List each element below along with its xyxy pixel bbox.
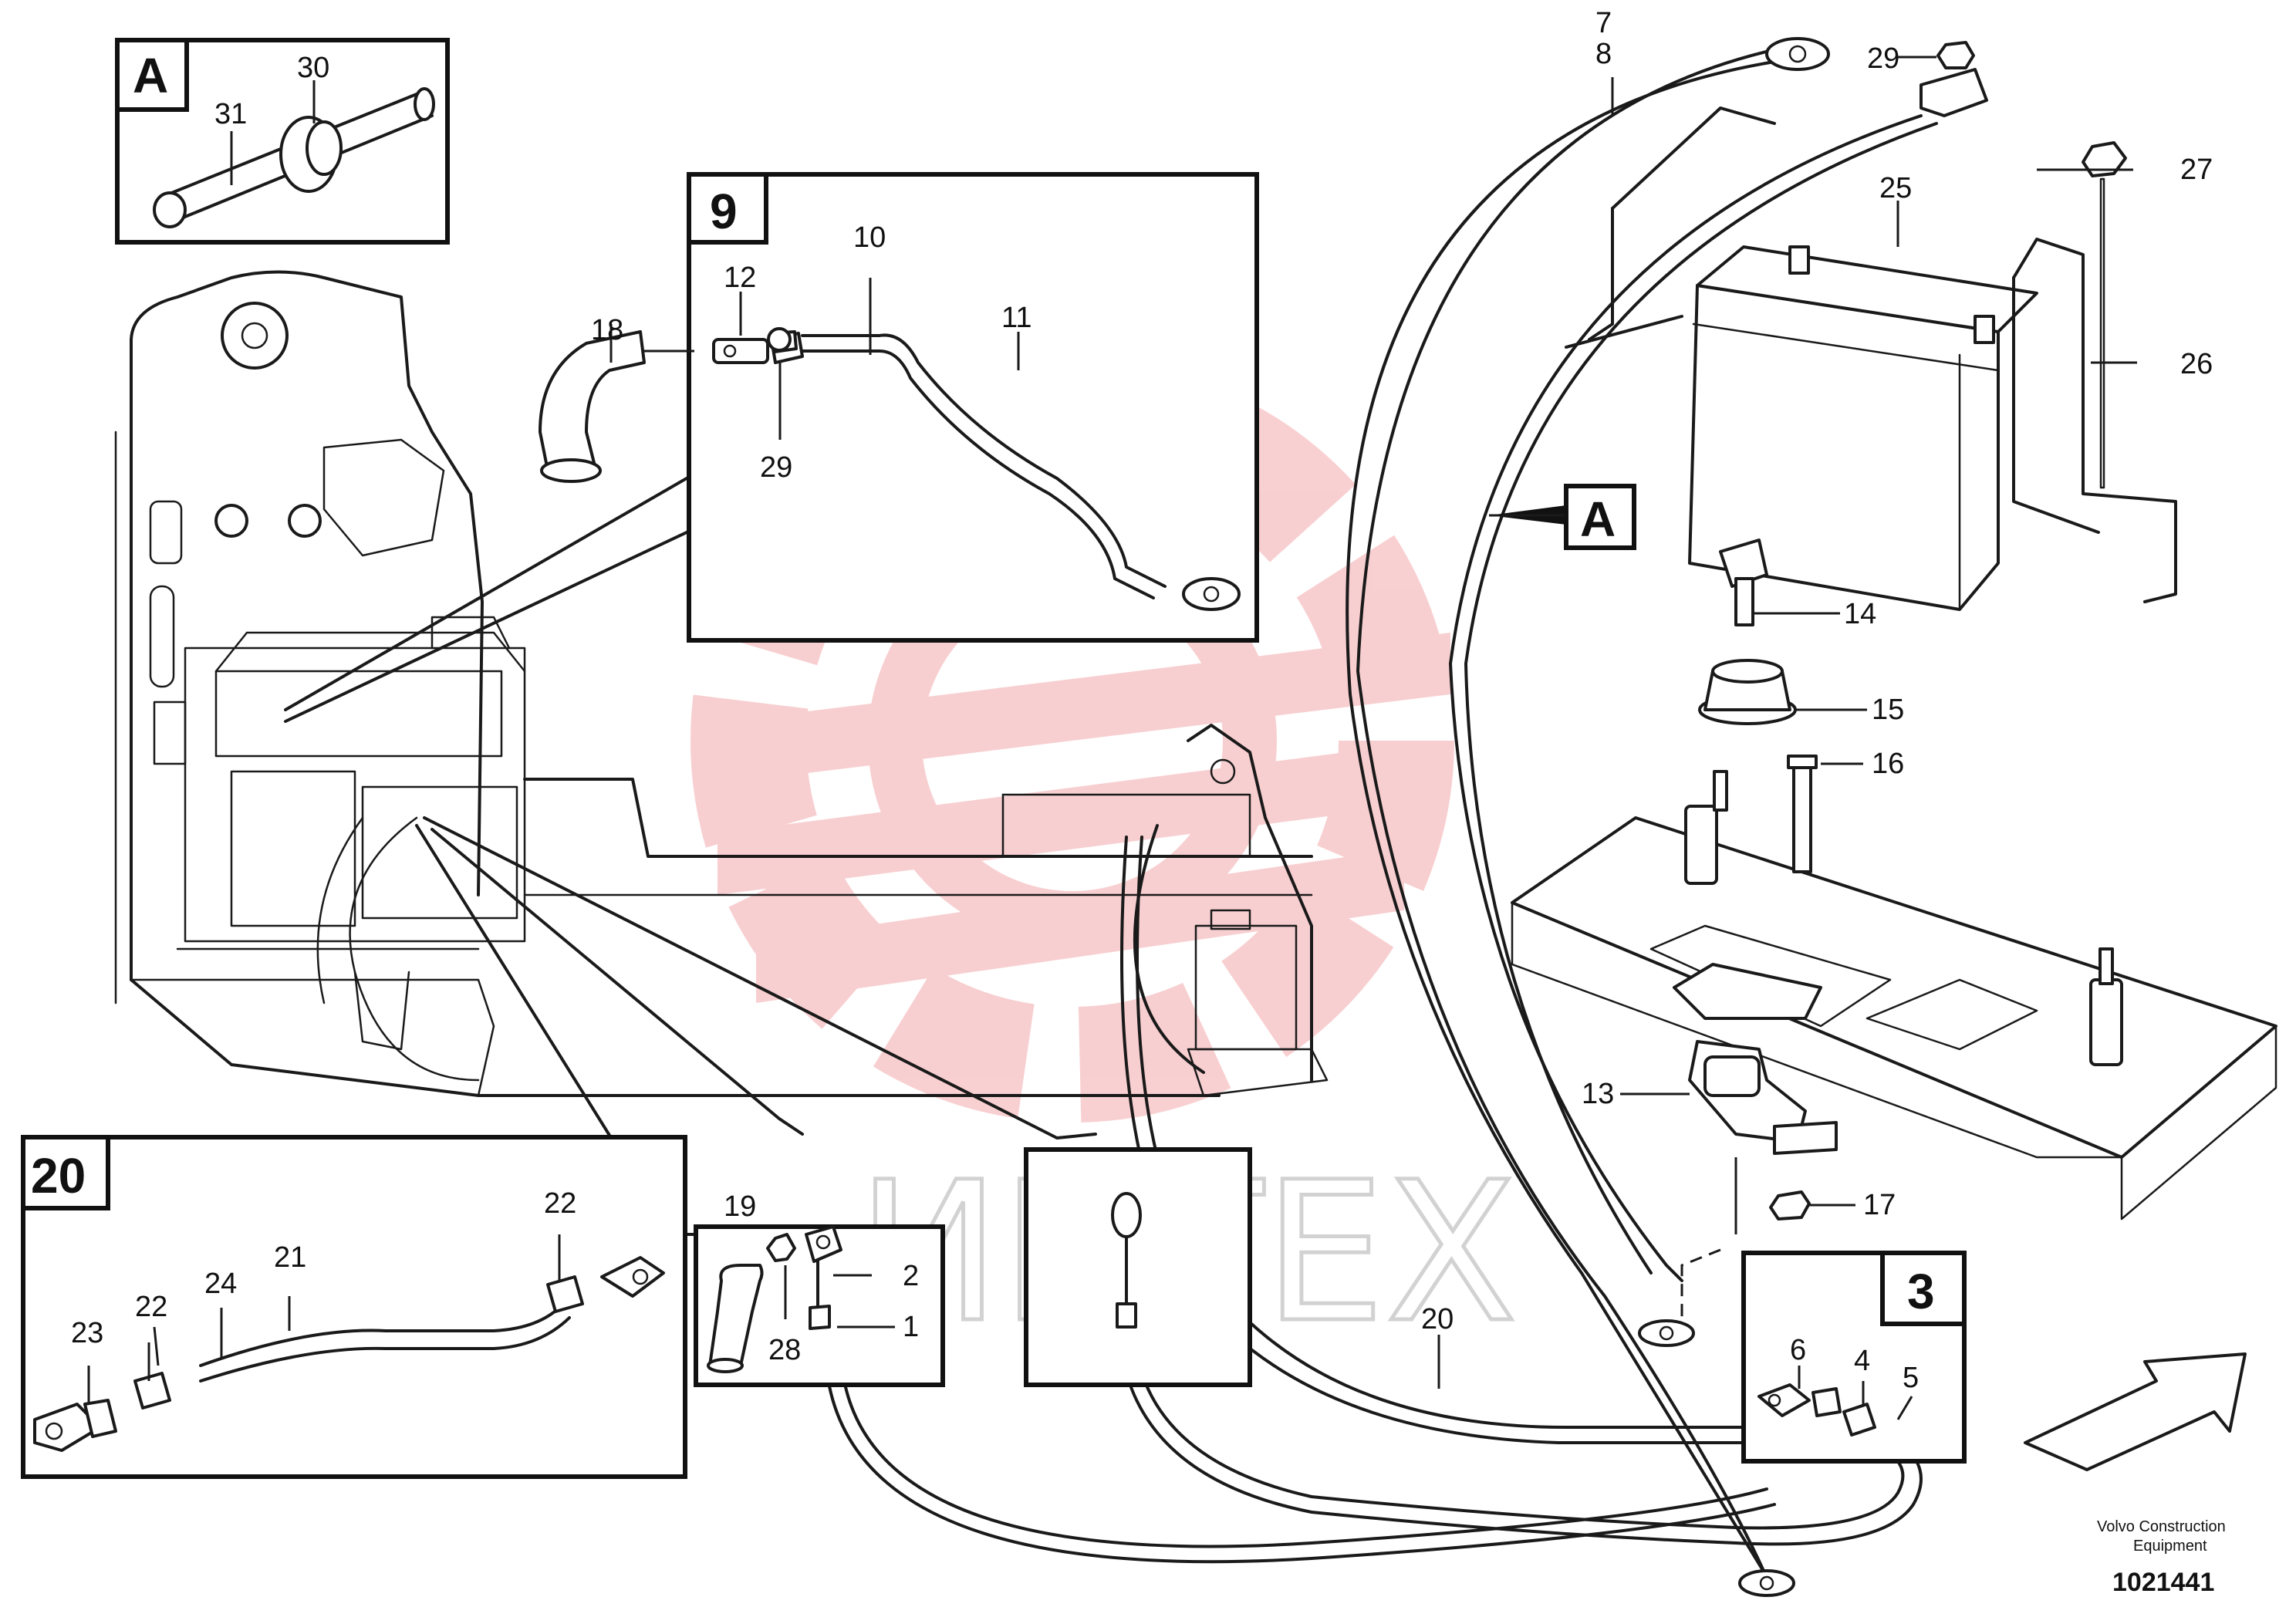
machine-frame-drawing — [114, 270, 1329, 1097]
detail-9-frame — [687, 172, 1259, 643]
callout-2: 2 — [903, 1260, 919, 1292]
callout-23: 23 — [71, 1317, 103, 1349]
callout-numbers: 30 31 10 12 11 18 29 7 8 29 27 25 26 14 … — [71, 7, 2213, 1394]
callout-6: 6 — [1790, 1334, 1806, 1366]
callout-20: 20 — [1421, 1303, 1454, 1335]
callout-4: 4 — [1854, 1345, 1870, 1377]
callout-11: 11 — [1001, 302, 1032, 334]
callout-17: 17 — [1863, 1189, 1896, 1221]
callout-22b: 22 — [135, 1291, 167, 1323]
callout-19: 19 — [724, 1190, 756, 1223]
leader-lines — [87, 56, 2137, 1420]
callout-18: 18 — [591, 314, 623, 346]
callout-31: 31 — [214, 98, 247, 130]
battery-cables — [823, 37, 1938, 1597]
callout-30: 30 — [297, 52, 329, 84]
view-arrow-a-label: A — [1580, 491, 1616, 547]
elbow-18 — [539, 330, 646, 472]
callout-10: 10 — [853, 221, 886, 254]
callout-1: 1 — [903, 1311, 919, 1343]
callout-28: 28 — [768, 1334, 801, 1366]
callout-27: 27 — [2180, 154, 2213, 186]
direction-arrow — [2024, 1352, 2247, 1471]
detail-3-frame — [1741, 1251, 1967, 1464]
callout-25: 25 — [1879, 172, 1912, 204]
callout-15: 15 — [1872, 694, 1904, 726]
callout-29b: 29 — [1867, 42, 1899, 75]
detail-9-label: 9 — [710, 184, 738, 239]
callout-13: 13 — [1582, 1078, 1614, 1110]
callout-14: 14 — [1844, 598, 1876, 630]
detail-a-label: A — [133, 48, 168, 103]
footer-brand-line1: Volvo Construction — [2097, 1518, 2226, 1535]
detail-a-frame — [115, 38, 450, 245]
callout-26: 26 — [2180, 348, 2213, 380]
detail-terminal-frame — [1024, 1147, 1252, 1387]
footer-brand-line2: Equipment — [2133, 1538, 2207, 1555]
callout-16: 16 — [1872, 748, 1904, 780]
detail-3-label: 3 — [1907, 1264, 1935, 1319]
callout-29a: 29 — [760, 451, 792, 484]
view-arrow-a — [1489, 484, 1636, 550]
battery-drawing — [1565, 106, 2177, 611]
callout-5: 5 — [1903, 1362, 1919, 1394]
callout-8: 8 — [1595, 38, 1612, 70]
detail-19-frame — [694, 1224, 945, 1387]
drawing-number: 1021441 — [2112, 1568, 2214, 1597]
detail-20-frame — [21, 1135, 687, 1479]
callout-12: 12 — [724, 262, 756, 294]
callout-22a: 22 — [544, 1187, 576, 1220]
battery-tray-drawing — [1511, 41, 2277, 1319]
detail-20-label: 20 — [31, 1148, 86, 1204]
callout-7: 7 — [1595, 7, 1612, 39]
callout-24: 24 — [204, 1268, 237, 1300]
callout-21: 21 — [274, 1241, 306, 1274]
